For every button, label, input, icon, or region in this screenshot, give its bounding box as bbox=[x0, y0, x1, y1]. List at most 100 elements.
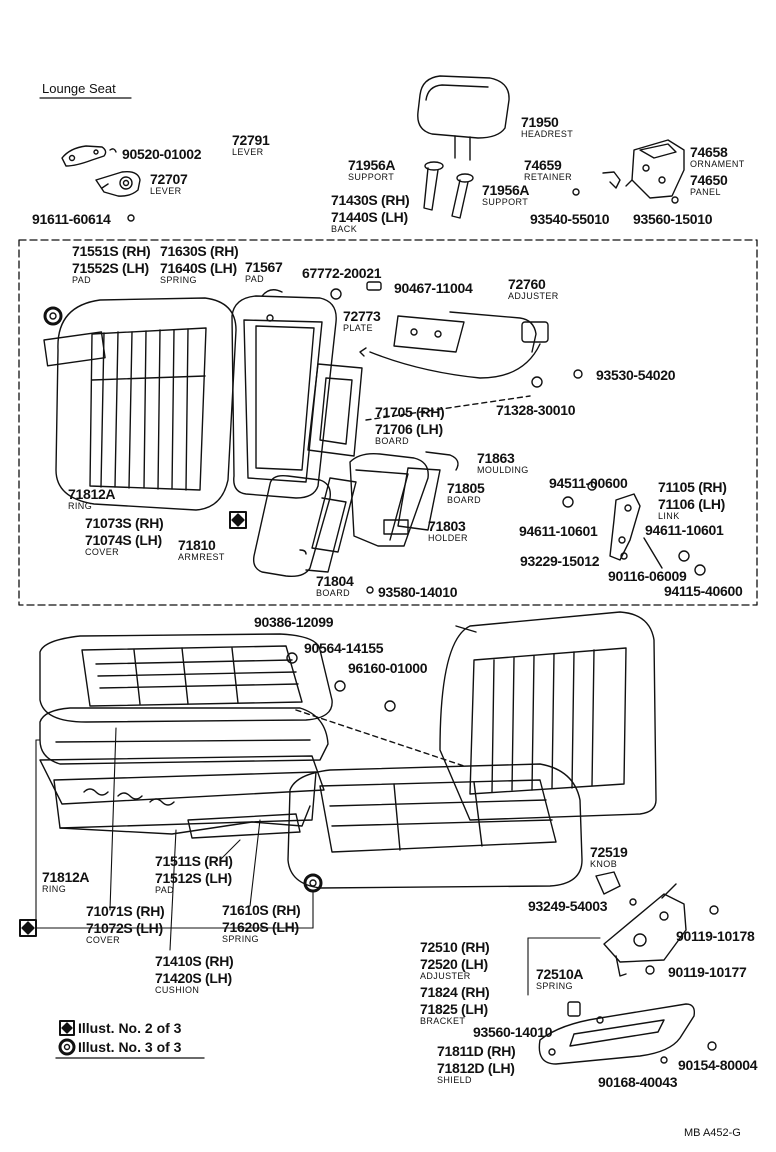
part-number: 71863 bbox=[477, 450, 515, 466]
part-name: CUSHION bbox=[155, 985, 200, 995]
legend-item-1: Illust. No. 2 of 3 bbox=[78, 1020, 182, 1036]
part-label-90168: 90168-40043 bbox=[598, 1075, 678, 1089]
legend-ring-icon bbox=[58, 1038, 76, 1056]
part-number: 90467-11004 bbox=[394, 280, 473, 296]
part-name: SPRING bbox=[222, 934, 259, 944]
part-label-94511: 94511-00600 bbox=[549, 475, 628, 491]
part-label-71071s: 71071S (RH) bbox=[86, 904, 165, 918]
part-name: ADJUSTER bbox=[420, 971, 471, 981]
part-name: ARMREST bbox=[178, 552, 225, 562]
part-number: 71803 bbox=[428, 518, 466, 534]
part-label-71328: 71328-30010 bbox=[496, 402, 576, 418]
cushion-cover-drawing bbox=[39, 633, 333, 723]
part-label-71511s: 71511S (RH) bbox=[155, 854, 233, 868]
part-name: COVER bbox=[85, 547, 120, 557]
panel-drawing bbox=[625, 139, 685, 199]
part-number: 90154-80004 bbox=[678, 1057, 758, 1073]
nut-93530-drawing bbox=[573, 369, 583, 379]
part-number: 72773 bbox=[343, 308, 381, 324]
part-name: BACK bbox=[331, 224, 358, 234]
part-number: 71810 bbox=[178, 537, 216, 553]
ring-symbol-bottom bbox=[303, 873, 323, 893]
bracket-drawing bbox=[567, 1001, 581, 1017]
part-name: RETAINER bbox=[524, 172, 573, 182]
seat-back-cover-drawing bbox=[55, 297, 237, 511]
holder-drawing bbox=[349, 452, 429, 547]
part-number: 74658 bbox=[690, 144, 728, 160]
part-number: 93229-15012 bbox=[520, 553, 600, 569]
part-label-71410s: 71410S (RH) bbox=[155, 953, 234, 969]
part-number: 91611-60614 bbox=[32, 211, 111, 227]
clip-90467-drawing bbox=[366, 281, 382, 291]
part-name: SUPPORT bbox=[348, 172, 395, 182]
part-name: SUPPORT bbox=[482, 197, 529, 207]
retainer-drawing bbox=[602, 171, 621, 189]
part-label-90520: 90520-01002 bbox=[122, 147, 202, 161]
shield-drawing bbox=[538, 1003, 696, 1065]
bolt-90386-drawing bbox=[286, 652, 298, 664]
screw-90154-drawing bbox=[707, 1041, 717, 1051]
part-name: PAD bbox=[72, 275, 92, 285]
part-number: 71328-30010 bbox=[496, 402, 576, 418]
part-label-93560a: 93560-15010 bbox=[633, 212, 713, 226]
part-name: HOLDER bbox=[428, 533, 468, 543]
part-label-71072s: 71072S (LH)COVER bbox=[86, 921, 163, 945]
part-number: 71640S (LH) bbox=[160, 260, 237, 276]
part-name: COVER bbox=[86, 935, 121, 945]
part-name: BOARD bbox=[316, 588, 351, 598]
part-label-90154: 90154-80004 bbox=[678, 1057, 758, 1073]
part-name: PAD bbox=[245, 274, 265, 284]
part-number: 72519 bbox=[590, 844, 628, 860]
part-name: BOARD bbox=[447, 495, 482, 505]
part-label-71551s: 71551S (RH) bbox=[72, 244, 151, 258]
part-number: 94511-00600 bbox=[549, 475, 628, 491]
washer-94611a-drawing bbox=[562, 496, 574, 508]
part-number: 71073S (RH) bbox=[85, 515, 164, 531]
part-name: PLATE bbox=[343, 323, 373, 333]
back-assembly-frame bbox=[18, 239, 758, 606]
part-number: 71440S (LH) bbox=[331, 209, 408, 225]
assembled-seat-drawing bbox=[287, 611, 657, 889]
part-number: 71074S (LH) bbox=[85, 532, 162, 548]
part-number: 72520 (LH) bbox=[420, 956, 488, 972]
part-number: 71824 (RH) bbox=[420, 984, 490, 1000]
part-number: 93560-14010 bbox=[473, 1024, 553, 1040]
part-number: 90119-10177 bbox=[668, 964, 747, 980]
screw-93560-drawing bbox=[671, 196, 679, 204]
part-name: HEADREST bbox=[521, 129, 574, 139]
part-label-71706: 71706 (LH)BOARD bbox=[375, 422, 443, 446]
clip-67772-drawing bbox=[330, 288, 342, 300]
link-drawing bbox=[609, 493, 663, 569]
part-number: 71825 (LH) bbox=[420, 1001, 488, 1017]
part-label-94611a: 94611-10601 bbox=[519, 524, 598, 538]
part-number: 90386-12099 bbox=[254, 614, 334, 630]
part-number: 71804 bbox=[316, 573, 354, 589]
diamond-symbol-back bbox=[229, 511, 247, 529]
part-name: ADJUSTER bbox=[508, 291, 559, 301]
diamond-symbol-cushion bbox=[19, 919, 37, 937]
part-number: 71706 (LH) bbox=[375, 421, 443, 437]
part-number: 71812D (LH) bbox=[437, 1060, 515, 1076]
part-name: PANEL bbox=[690, 187, 721, 197]
part-number: 71567 bbox=[245, 259, 283, 275]
part-label-71620s: 71620S (LH)SPRING bbox=[222, 920, 299, 944]
part-number: 94611-10601 bbox=[645, 522, 724, 538]
part-name: ORNAMENT bbox=[690, 159, 745, 169]
screw-91611-drawing bbox=[127, 214, 135, 222]
part-label-71811d: 71811D (RH) bbox=[437, 1044, 516, 1058]
part-label-71630s: 71630S (RH) bbox=[160, 244, 239, 258]
part-number: 71812A bbox=[68, 486, 116, 502]
part-name: RING bbox=[42, 884, 67, 894]
part-number: 90564-14155 bbox=[304, 640, 384, 656]
part-number: 71410S (RH) bbox=[155, 953, 234, 969]
part-label-71825: 71825 (LH)BRACKET bbox=[420, 1002, 488, 1026]
part-label-67772: 67772-20021 bbox=[302, 266, 382, 280]
